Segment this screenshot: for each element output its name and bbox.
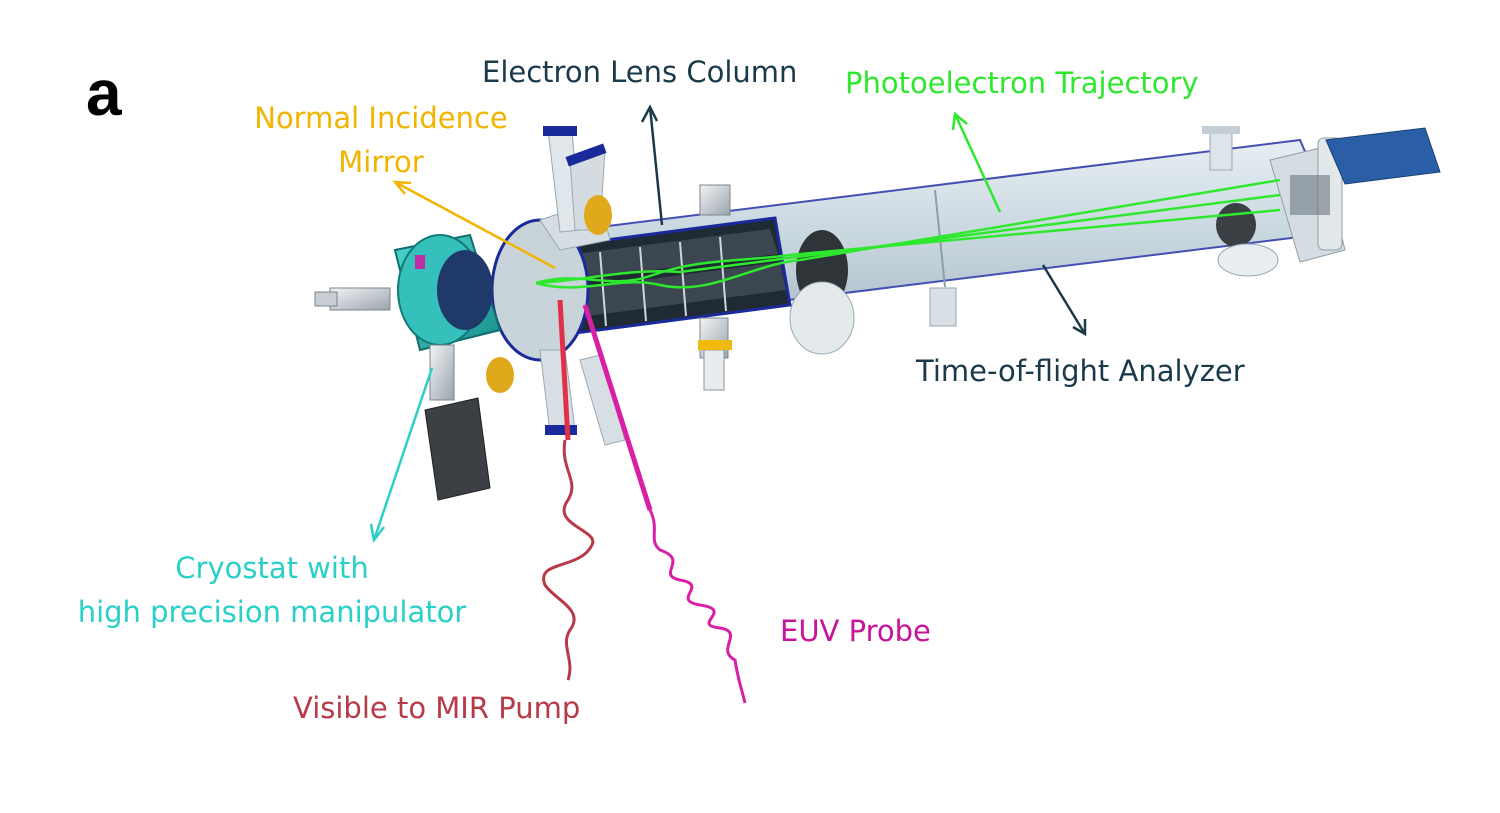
photoelectron-trajectories [535, 178, 1281, 289]
arrow-electron-lens [640, 104, 664, 226]
arrow-normal-incidence-mirror [392, 180, 556, 270]
label-time-of-flight-analyzer: Time-of-flight Analyzer [916, 354, 1245, 388]
panel-label: a [86, 57, 122, 129]
arrow-photoelectron-trajectory [951, 111, 1002, 213]
arrow-tof-analyzer [1041, 264, 1087, 337]
label-pump: Visible to MIR Pump [293, 691, 581, 725]
label-electron-lens-column: Electron Lens Column [482, 55, 798, 89]
label-mirror-line-2: Mirror [338, 145, 424, 179]
arrow-cryostat [369, 367, 434, 543]
pump-beam [542, 299, 595, 681]
euv-probe-beam [582, 304, 747, 704]
cryostat-assembly [314, 233, 502, 501]
label-normal-incidence-mirror: Normal Incidence Mirror [250, 96, 512, 184]
label-cryostat-line-1: Cryostat with [175, 551, 369, 585]
label-euv-probe: EUV Probe [780, 614, 931, 648]
label-mirror-line-1: Normal Incidence [254, 101, 508, 135]
label-cryostat: Cryostat with high precision manipulator [72, 546, 472, 634]
label-cryostat-line-2: high precision manipulator [77, 595, 467, 629]
electron-lens-column [543, 184, 792, 391]
label-photoelectron-trajectory: Photoelectron Trajectory [845, 66, 1199, 100]
